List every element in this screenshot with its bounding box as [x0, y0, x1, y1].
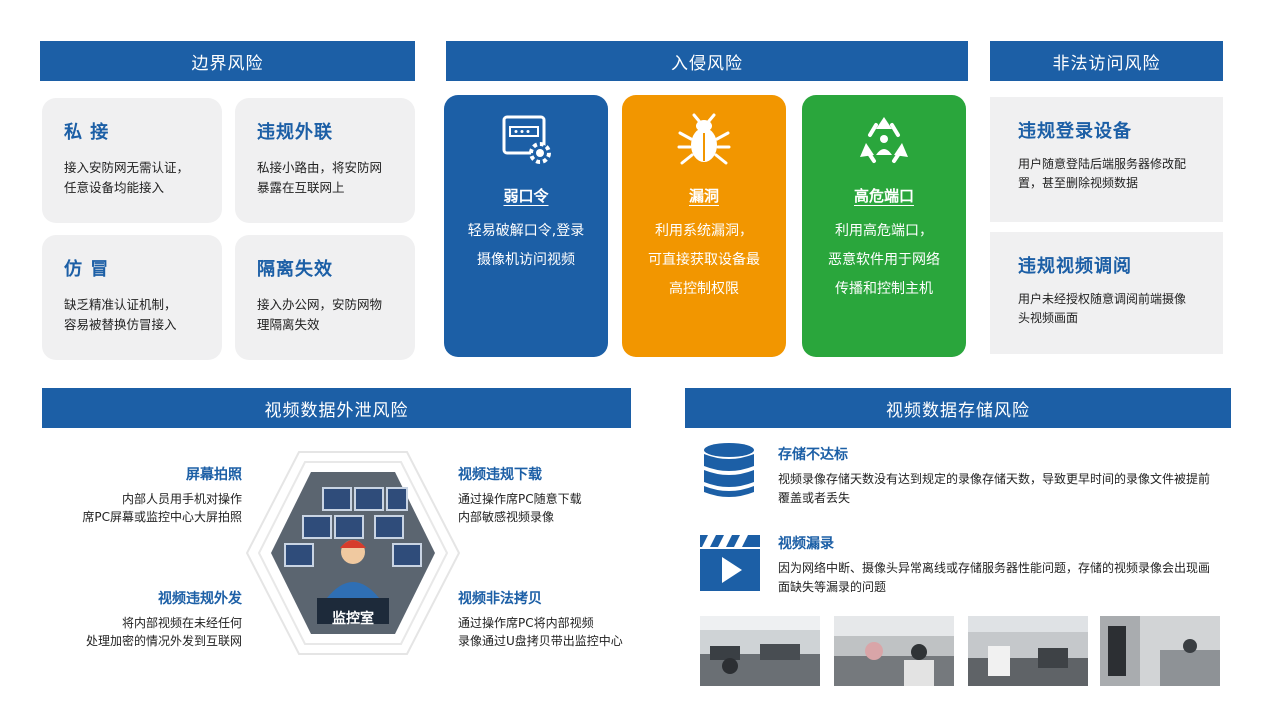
- card-title: 私 接: [64, 122, 110, 143]
- card-desc: 接入办公网，安防网物理隔离失效: [257, 297, 383, 332]
- leak-item-screen-photo: 屏幕拍照 内部人员用手机对操作席PC屏幕或监控中心大屏拍照: [70, 466, 242, 526]
- item-title: 视频非法拷贝: [458, 591, 542, 607]
- leak-risk-header: 视频数据外泄风险: [42, 388, 631, 428]
- monitor-room-illustration: 监控室: [245, 448, 461, 658]
- border-card-isolation: 隔离失效 接入办公网，安防网物理隔离失效: [235, 235, 415, 360]
- card-desc: 用户未经授权随意调阅前端摄像头视频画面: [1018, 292, 1187, 325]
- leak-item-download: 视频违规下载 通过操作席PC随意下载内部敏感视频录像: [458, 466, 633, 526]
- card-title: 隔离失效: [257, 259, 333, 280]
- border-card-external: 违规外联 私接小路由，将安防网暴露在互联网上: [235, 98, 415, 223]
- bug-icon: [674, 113, 734, 169]
- intrusion-card-high-risk-port: 高危端口 利用高危端口，恶意软件用于网络传播和控制主机: [802, 95, 966, 357]
- intrusion-card-vulnerability: 漏洞 利用系统漏洞，可直接获取设备最高控制权限: [622, 95, 786, 357]
- monitor-room-label: 监控室: [332, 611, 374, 627]
- storage-risk-header: 视频数据存储风险: [685, 388, 1231, 428]
- border-card-private-access: 私 接 接入安防网无需认证，任意设备均能接入: [42, 98, 222, 223]
- leak-item-copy: 视频非法拷贝 通过操作席PC将内部视频录像通过U盘拷贝带出监控中心: [458, 590, 638, 650]
- card-desc: 缺乏精准认证机制，容易被替换仿冒接入: [64, 297, 177, 332]
- card-title: 漏洞: [688, 187, 719, 205]
- card-title: 弱口令: [503, 187, 549, 205]
- border-risk-header: 边界风险: [40, 41, 415, 81]
- leak-item-external-send: 视频违规外发 将内部视频在未经任何处理加密的情况外发到互联网: [60, 590, 242, 650]
- item-desc: 通过操作席PC随意下载内部敏感视频录像: [458, 492, 582, 524]
- item-desc: 通过操作席PC将内部视频录像通过U盘拷贝带出监控中心: [458, 616, 623, 648]
- office-photo-3: [968, 616, 1088, 686]
- card-desc: 私接小路由，将安防网暴露在互联网上: [257, 160, 383, 195]
- item-title: 视频违规外发: [158, 591, 242, 607]
- item-title: 视频违规下载: [458, 467, 542, 483]
- card-desc: 利用系统漏洞，可直接获取设备最高控制权限: [648, 223, 760, 297]
- item-title: 视频漏录: [778, 536, 834, 552]
- storage-item-missing-record: 视频漏录 因为网络中断、摄像头异常离线或存储服务器性能问题，存储的视频录像会出现…: [778, 533, 1238, 597]
- database-icon: [703, 442, 755, 500]
- card-title: 仿 冒: [64, 259, 110, 280]
- password-gear-icon: [496, 113, 556, 169]
- card-title: 违规登录设备: [1018, 121, 1132, 142]
- item-desc: 将内部视频在未经任何处理加密的情况外发到互联网: [85, 616, 242, 648]
- item-title: 屏幕拍照: [186, 467, 242, 483]
- card-title: 违规视频调阅: [1018, 256, 1132, 277]
- card-desc: 接入安防网无需认证，任意设备均能接入: [64, 160, 190, 195]
- illegal-access-header: 非法访问风险: [990, 41, 1223, 81]
- card-title: 高危端口: [853, 187, 914, 205]
- video-clapper-icon: [700, 535, 760, 591]
- card-desc: 利用高危端口，恶意软件用于网络传播和控制主机: [828, 223, 940, 297]
- card-title: 违规外联: [257, 122, 333, 143]
- storage-item-insufficient: 存储不达标 视频录像存储天数没有达到规定的录像存储天数，导致更早时间的录像文件被…: [778, 444, 1238, 508]
- item-desc: 视频录像存储天数没有达到规定的录像存储天数，导致更早时间的录像文件被提前覆盖或者…: [778, 472, 1211, 505]
- illegal-card-login: 违规登录设备 用户随意登陆后端服务器修改配置，甚至删除视频数据: [990, 97, 1223, 222]
- illegal-card-view: 违规视频调阅 用户未经授权随意调阅前端摄像头视频画面: [990, 232, 1223, 354]
- item-desc: 因为网络中断、摄像头异常离线或存储服务器性能问题，存储的视频录像会出现画面缺失等…: [778, 561, 1211, 594]
- recycle-icon: [854, 113, 914, 169]
- office-photo-4: [1100, 616, 1220, 686]
- card-desc: 轻易破解口令,登录摄像机访问视频: [467, 223, 585, 268]
- item-desc: 内部人员用手机对操作席PC屏幕或监控中心大屏拍照: [82, 492, 242, 524]
- intrusion-card-weak-password: 弱口令 轻易破解口令,登录摄像机访问视频: [444, 95, 608, 357]
- border-card-spoof: 仿 冒 缺乏精准认证机制，容易被替换仿冒接入: [42, 235, 222, 360]
- intrusion-risk-header: 入侵风险: [446, 41, 968, 81]
- card-desc: 用户随意登陆后端服务器修改配置，甚至删除视频数据: [1018, 157, 1187, 190]
- office-photo-2: [834, 616, 954, 686]
- item-title: 存储不达标: [778, 447, 848, 463]
- office-photo-1: [700, 616, 820, 686]
